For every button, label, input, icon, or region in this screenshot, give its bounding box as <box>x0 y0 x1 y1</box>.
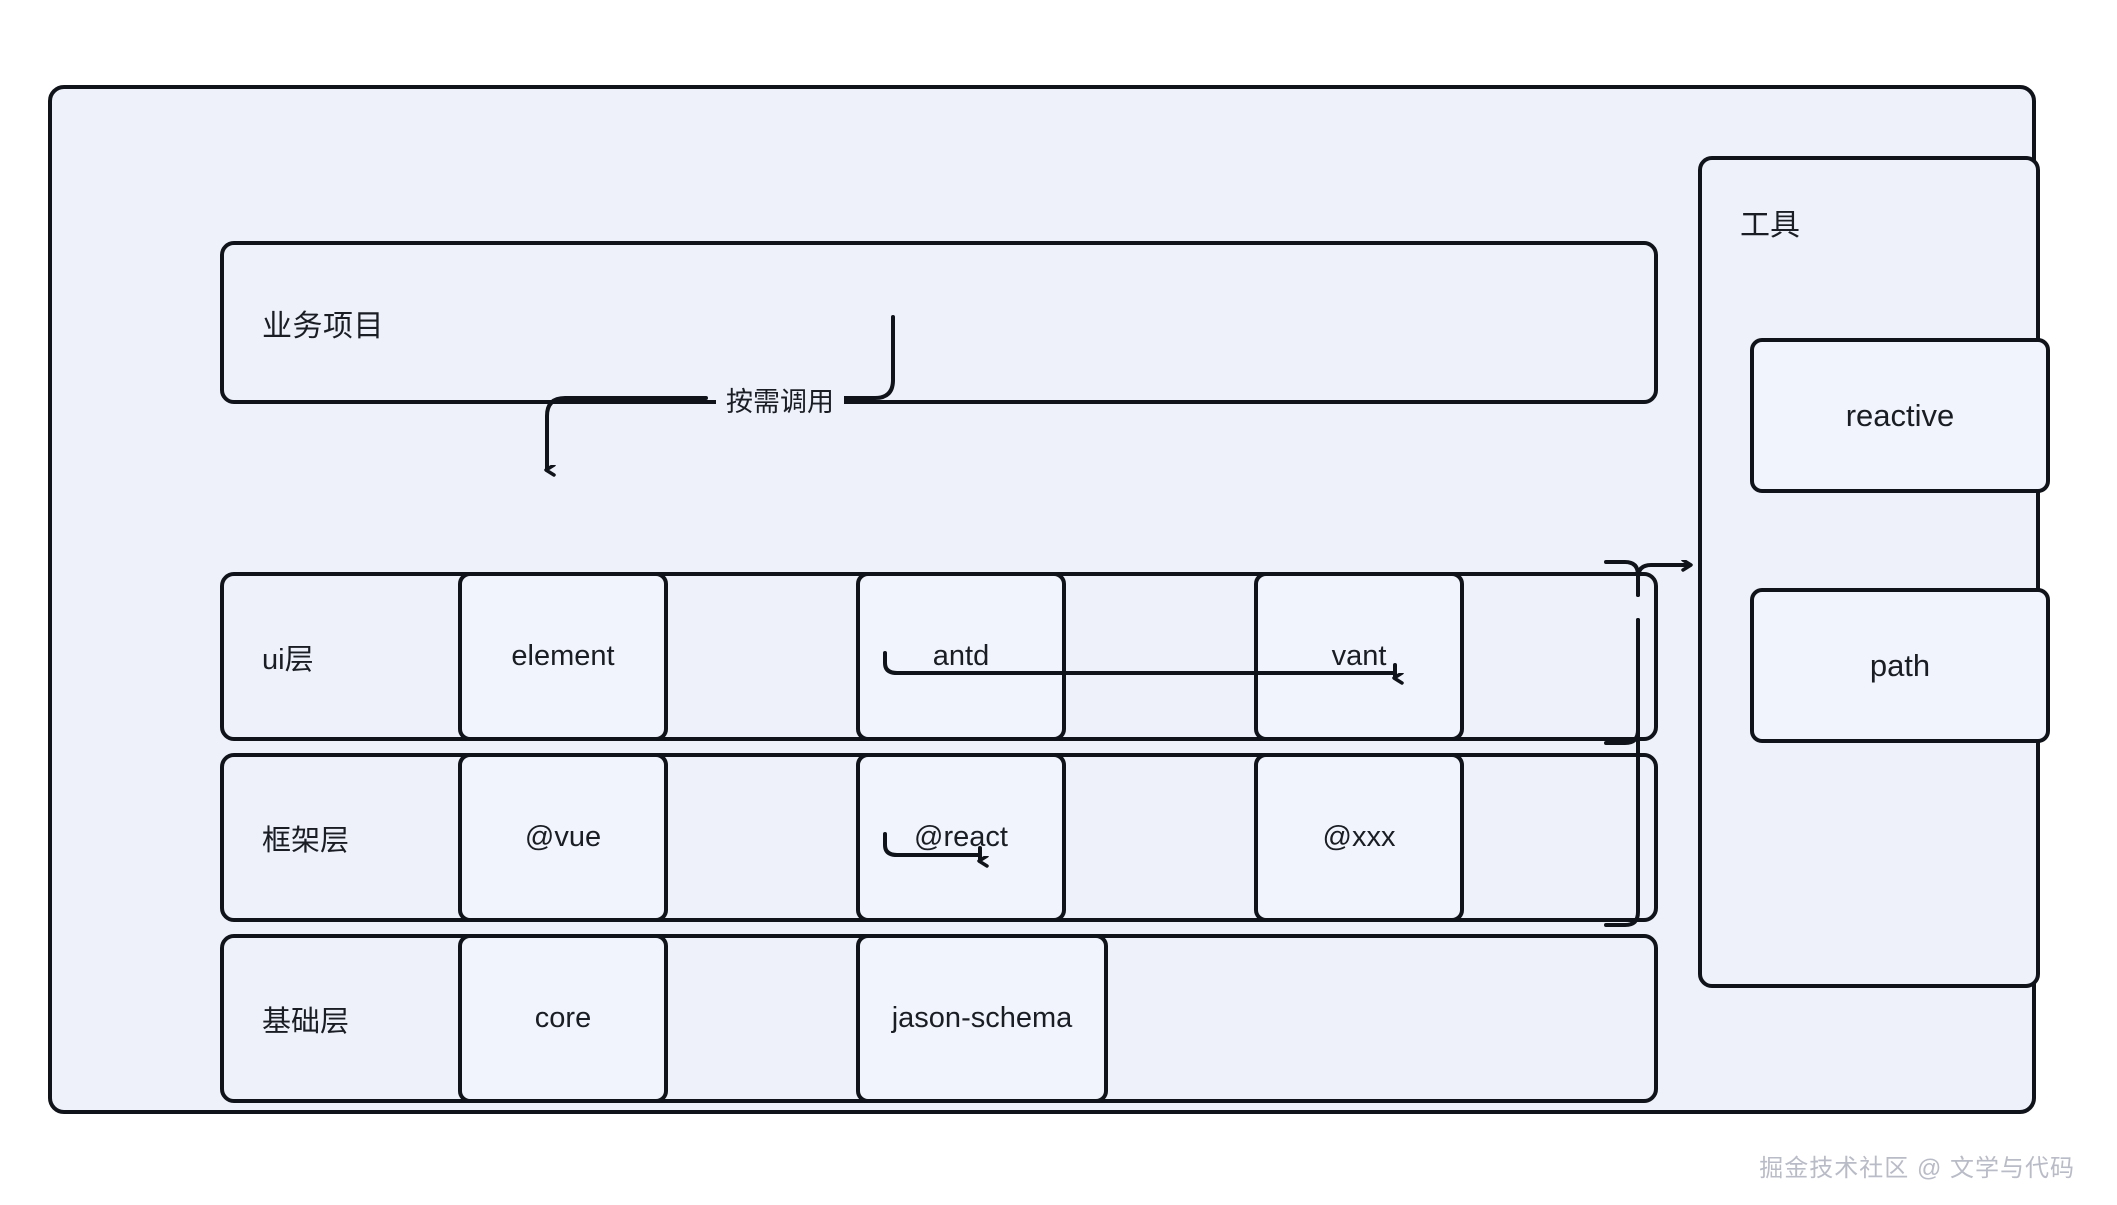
module-antd[interactable]: antd <box>856 572 1066 741</box>
tools-panel: 工具 reactive path <box>1698 156 2050 988</box>
business-project-box[interactable]: 业务项目 <box>220 241 1658 404</box>
layers-column: 业务项目 ui层 element antd vant 框架层 @vue @rea… <box>169 156 1658 1103</box>
module-jason-schema[interactable]: jason-schema <box>856 934 1108 1103</box>
layer-row-ui[interactable]: ui层 element antd vant <box>220 572 1658 741</box>
tool-box-path[interactable]: path <box>1750 588 2050 743</box>
spacer-fw-2 <box>1066 757 1254 918</box>
module-core[interactable]: core <box>458 934 668 1103</box>
layer-row-base[interactable]: 基础层 core jason-schema <box>220 934 1658 1103</box>
edge-label-on-demand: 按需调用 <box>716 378 844 421</box>
module-vant[interactable]: vant <box>1254 572 1464 741</box>
layer-name-ui: ui层 <box>262 643 314 676</box>
spacer-fw-1 <box>668 757 856 918</box>
spacer-ui-1 <box>668 576 856 737</box>
spacer-base-2 <box>1108 938 1654 1099</box>
spacer-base-1 <box>668 938 856 1099</box>
module-vue[interactable]: @vue <box>458 753 668 922</box>
tool-box-reactive[interactable]: reactive <box>1750 338 2050 493</box>
watermark: 掘金技术社区 @ 文学与代码 <box>1759 1155 2075 1182</box>
layer-row-framework[interactable]: 框架层 @vue @react @xxx <box>220 753 1658 922</box>
architecture-outer-container: 业务项目 ui层 element antd vant 框架层 @vue @rea… <box>48 85 2050 1114</box>
layer-name-framework: 框架层 <box>262 824 350 857</box>
module-xxx[interactable]: @xxx <box>1254 753 1464 922</box>
business-project-label: 业务项目 <box>262 309 384 343</box>
spacer-fw-3 <box>1464 757 1654 918</box>
module-react[interactable]: @react <box>856 753 1066 922</box>
spacer-ui-3 <box>1464 576 1654 737</box>
layer-name-base: 基础层 <box>262 1005 350 1038</box>
module-element[interactable]: element <box>458 572 668 741</box>
tools-panel-title: 工具 <box>1740 209 1800 242</box>
spacer-ui-2 <box>1066 576 1254 737</box>
